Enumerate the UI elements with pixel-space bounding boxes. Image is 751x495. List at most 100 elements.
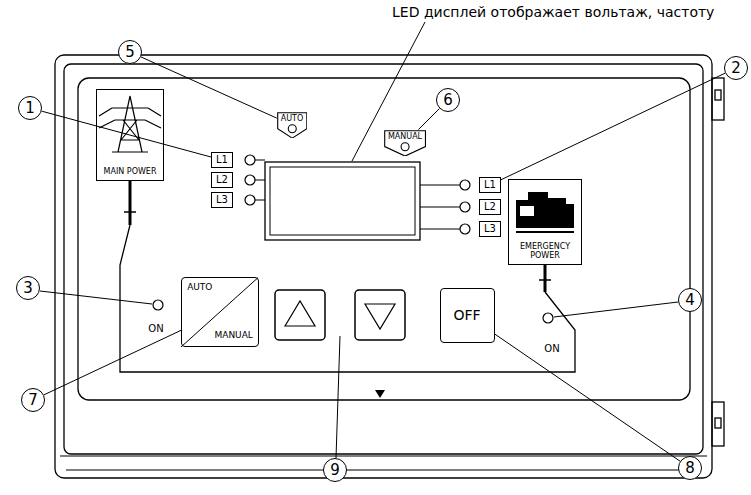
label-text: L3: [216, 194, 228, 205]
source-box: MAIN POWER: [96, 89, 164, 181]
source-box: EMERGENCY POWER: [508, 179, 582, 265]
callout-text: 9: [330, 463, 340, 478]
leader-line: [336, 336, 340, 458]
switch-lines: [120, 181, 575, 372]
indicator-label: ON: [148, 323, 163, 334]
housing: [55, 55, 724, 478]
leader-stroke: [495, 334, 681, 461]
up-arrow: [285, 301, 315, 326]
label-text: L1: [216, 154, 228, 165]
led: [460, 202, 470, 212]
leader-stroke: [42, 111, 211, 157]
callout-text: 2: [731, 61, 741, 76]
switch-blade: [120, 225, 575, 372]
label-text: AUTO: [281, 114, 304, 123]
indicator-label: ON: [544, 343, 559, 354]
led: [460, 224, 470, 234]
led: [245, 155, 255, 165]
outer-frame: [55, 55, 712, 478]
label-text: MANUAL: [388, 132, 422, 141]
callout-text: 8: [685, 461, 695, 476]
leader-line: [44, 330, 181, 395]
label-text: MAIN POWER: [104, 168, 157, 177]
leader-line: [501, 73, 725, 180]
off-button: OFF: [440, 288, 495, 343]
callout-text: 3: [23, 281, 33, 296]
led-link: [255, 160, 460, 229]
phase-label: L2: [479, 199, 501, 215]
led: [245, 195, 255, 205]
led: [460, 180, 470, 190]
leader-line: [352, 22, 425, 161]
led: [401, 142, 409, 150]
bezel: [64, 64, 703, 454]
led: [288, 124, 296, 132]
callout-number: 6: [436, 88, 460, 112]
led: [543, 313, 553, 323]
clip-hole: [715, 418, 721, 428]
callout-text: 4: [685, 293, 695, 308]
indicator-shape: [385, 130, 426, 155]
clip-hole: [715, 90, 721, 100]
label-text: L2: [216, 174, 228, 185]
leader-stroke: [44, 330, 181, 395]
generator-body: [516, 192, 574, 228]
down-marker: [375, 390, 385, 398]
switch-tick: [539, 279, 551, 281]
callout-number: 7: [21, 388, 45, 412]
leader-stroke: [501, 73, 725, 180]
led: [153, 300, 163, 310]
phase-label: L1: [211, 152, 233, 168]
leader-lines: [40, 22, 678, 458]
callout-number: 9: [323, 458, 347, 482]
mode-button: AUTO MANUAL: [181, 277, 259, 347]
mount-clip: [712, 78, 724, 120]
leader-stroke: [141, 57, 277, 118]
callout-number: 5: [118, 40, 142, 64]
label-text: MANUAL: [214, 331, 252, 341]
annotation: LED дисплей отображает вольтаж, частоту: [392, 4, 714, 20]
led-display: [265, 162, 420, 240]
callout-number: 1: [18, 96, 42, 120]
leader-line: [42, 111, 211, 157]
mode-indicator: AUTO: [277, 112, 308, 139]
front-face: [78, 78, 690, 400]
label-text: AUTO: [187, 283, 212, 293]
leader-line: [495, 334, 681, 461]
generator-panel: [520, 206, 534, 216]
leader-line: [418, 108, 439, 129]
divider-line: [181, 277, 259, 347]
bus-line: [129, 181, 132, 225]
generator-icon: [516, 192, 574, 232]
callout-text: 7: [28, 393, 38, 408]
callout-number: 2: [724, 56, 748, 80]
label-text: OFF: [453, 307, 480, 323]
mount-clip: [712, 402, 724, 446]
callout-number: 3: [16, 276, 40, 300]
label-text: L1: [484, 179, 496, 190]
bottom-lip: [60, 456, 707, 470]
pylon: [99, 96, 161, 152]
mode-indicator: MANUAL: [384, 130, 426, 157]
leader-line: [40, 291, 152, 304]
generator-base: [516, 231, 574, 233]
phase-label: L2: [211, 172, 233, 188]
phase-label: L1: [479, 177, 501, 193]
phase-label: L3: [479, 221, 501, 237]
led: [245, 175, 255, 185]
callout-number: 4: [678, 288, 702, 312]
callout-text: 5: [125, 45, 135, 60]
label-text: EMERGENCY POWER: [511, 243, 579, 261]
label-text: L2: [484, 201, 496, 212]
indicator-shape: [277, 112, 306, 137]
down-button: [355, 290, 405, 340]
led-display-window: [270, 167, 415, 235]
down-arrow: [365, 304, 395, 329]
callout-text: 1: [25, 101, 35, 116]
label-text: L3: [484, 223, 496, 234]
callout-text: 6: [443, 93, 453, 108]
phase-label: L3: [211, 192, 233, 208]
